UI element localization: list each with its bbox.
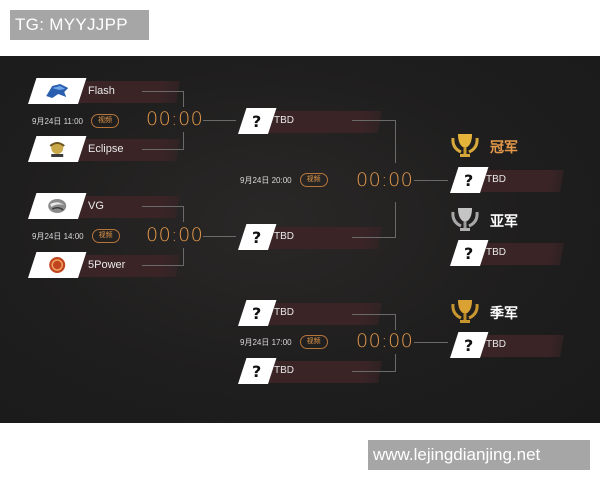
match-date: 9月24日 11:00 <box>32 116 83 126</box>
bronze-trophy-icon <box>451 300 479 323</box>
video-button[interactable]: 视频 <box>299 335 328 349</box>
third-place-slot[interactable]: ? TBD <box>444 332 564 358</box>
team-name: Flash <box>88 85 115 97</box>
silver-trophy-icon <box>451 208 479 231</box>
match-score: 00:00 <box>356 330 414 352</box>
bracket-line <box>142 91 184 92</box>
team-slot-flash[interactable]: Flash <box>22 78 182 104</box>
third-place-label: 季军 <box>490 306 518 322</box>
champion-label: 冠军 <box>490 140 518 156</box>
unknown-team-icon: ? <box>252 227 262 247</box>
team-name: Eclipse <box>88 143 124 155</box>
semifinal-slot-1[interactable]: ? TBD <box>232 108 392 134</box>
unknown-team-icon: ? <box>464 243 474 263</box>
video-button[interactable]: 视频 <box>91 114 119 128</box>
team-logo <box>28 78 87 104</box>
bracket-line <box>183 248 184 266</box>
video-button[interactable]: 视频 <box>299 173 328 187</box>
eclipse-logo-icon <box>49 142 65 157</box>
bracket-line <box>352 237 396 238</box>
bracket-line <box>414 180 448 181</box>
team-name: TBD <box>486 247 506 258</box>
watermark-top: TG: MYYJJPP <box>10 10 149 40</box>
bracket-line <box>352 314 396 315</box>
team-name: VG <box>88 200 104 212</box>
bracket-line <box>203 120 236 121</box>
third-place-slot-2[interactable]: ? TBD <box>232 358 392 384</box>
third-place-slot-1[interactable]: ? TBD <box>232 300 392 326</box>
watermark-bottom: www.lejingdianjing.net <box>368 440 590 470</box>
bracket-panel: Flash 9月24日 11:00 视频 Eclipse 00:00 VG 9月… <box>0 56 600 423</box>
bracket-line <box>395 314 396 330</box>
unknown-team-icon: ? <box>464 335 474 355</box>
runner-up-label: 亚军 <box>490 214 518 230</box>
bracket-line <box>395 202 396 237</box>
match-score: 00:00 <box>356 169 414 191</box>
bracket-line <box>183 91 184 107</box>
flash-logo-icon <box>46 84 69 98</box>
match-meta: 9月24日 11:00 视频 <box>32 113 119 129</box>
5power-logo-icon <box>49 257 66 273</box>
bracket-line <box>142 206 184 207</box>
match-score: 00:00 <box>146 224 204 246</box>
bracket-line <box>142 149 184 150</box>
team-slot-eclipse[interactable]: Eclipse <box>22 136 182 162</box>
team-name: TBD <box>274 115 294 126</box>
unknown-team-icon: ? <box>252 303 262 323</box>
team-slot-5power[interactable]: 5Power <box>22 252 182 278</box>
bracket-line <box>395 120 396 163</box>
team-slot-vg[interactable]: VG <box>22 193 182 219</box>
bracket-line <box>183 132 184 150</box>
match-score: 00:00 <box>146 108 204 130</box>
match-date: 9月24日 17:00 <box>240 337 292 347</box>
team-logo <box>28 252 87 278</box>
team-name: TBD <box>274 307 294 318</box>
bracket-line <box>183 206 184 222</box>
bracket-line <box>203 236 236 237</box>
match-meta: 9月24日 20:00 视频 <box>240 172 328 188</box>
video-button[interactable]: 视频 <box>91 229 120 243</box>
match-date: 9月24日 14:00 <box>32 231 84 241</box>
unknown-team-icon: ? <box>252 361 262 381</box>
semifinal-slot-2[interactable]: ? TBD <box>232 224 392 250</box>
team-name: TBD <box>274 231 294 242</box>
bracket-line <box>142 265 184 266</box>
unknown-team-icon: ? <box>464 170 474 190</box>
runner-up-slot[interactable]: ? TBD <box>444 240 564 266</box>
team-name: TBD <box>486 339 506 350</box>
team-logo <box>28 193 87 219</box>
bracket-line <box>395 354 396 372</box>
match-meta: 9月24日 17:00 视频 <box>240 334 328 350</box>
unknown-team-icon: ? <box>252 111 262 131</box>
team-name: TBD <box>274 365 294 376</box>
bracket-line <box>352 371 396 372</box>
team-name: TBD <box>486 174 506 185</box>
gold-trophy-icon <box>451 134 479 157</box>
match-date: 9月24日 20:00 <box>240 175 292 185</box>
team-logo <box>28 136 87 162</box>
bracket-line <box>352 120 396 121</box>
champion-slot[interactable]: ? TBD <box>444 167 564 193</box>
bracket-line <box>414 342 448 343</box>
vg-logo-icon <box>48 199 67 213</box>
match-meta: 9月24日 14:00 视频 <box>32 228 120 244</box>
team-name: 5Power <box>88 259 126 271</box>
